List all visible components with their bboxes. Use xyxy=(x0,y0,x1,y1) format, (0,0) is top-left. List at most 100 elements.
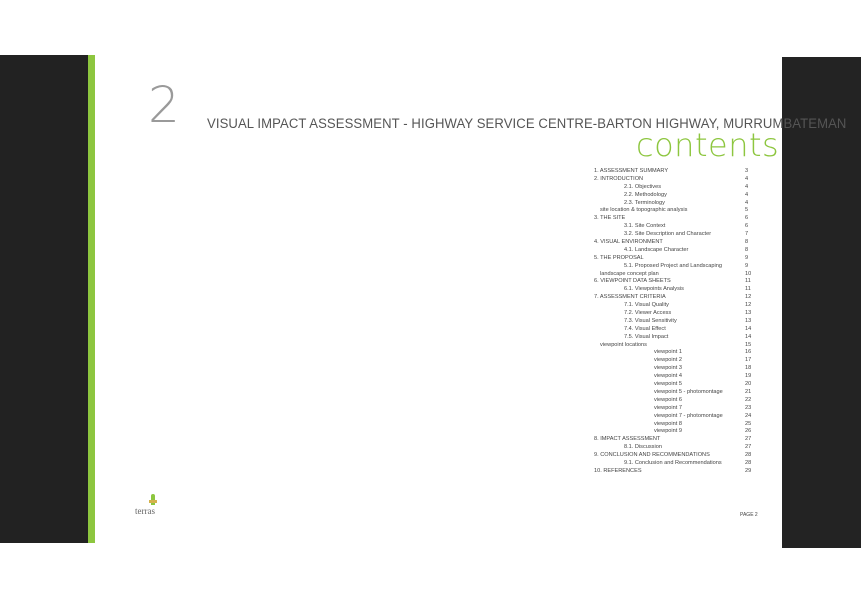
toc-entry-page: 21 xyxy=(745,388,752,395)
green-accent-strip xyxy=(88,55,95,543)
toc-entry-page: 4 xyxy=(745,191,749,198)
toc-entry-label: 7.1. Visual Quality xyxy=(624,302,669,309)
toc-entry-label: 2.3. Terminology xyxy=(624,199,665,206)
toc-entry: 4. VISUAL ENVIRONMENT 8 xyxy=(594,239,754,247)
left-dark-bar xyxy=(0,55,88,543)
toc-entry-page: 5 xyxy=(745,207,749,214)
toc-entry-label: 2.2. Methodology xyxy=(624,191,667,198)
toc-entry-page: 11 xyxy=(745,278,751,285)
toc-entry-label: viewpoint 9 xyxy=(654,428,682,435)
toc-entry-label: 7. ASSESSMENT CRITERIA xyxy=(594,294,666,301)
toc-entry-label: viewpoint 4 xyxy=(654,373,682,380)
toc-entry-label: landscape concept plan xyxy=(600,270,659,277)
toc-entry-label: 5. THE PROPOSAL xyxy=(594,254,644,261)
toc-entry-page: 28 xyxy=(745,459,752,466)
toc-entry-label: 5.1. Proposed Project and Landscaping xyxy=(624,262,722,269)
toc-entry-label: 4. VISUAL ENVIRONMENT xyxy=(594,239,663,246)
page-title: VISUAL IMPACT ASSESSMENT - HIGHWAY SERVI… xyxy=(207,116,847,131)
toc-entry-page: 7 xyxy=(745,231,749,238)
toc-entry-label: 2. INTRODUCTION xyxy=(594,175,644,182)
toc-entry-label: 6.1. Viewpoints Analysis xyxy=(624,286,684,293)
toc-entry: 1. ASSESSMENT SUMMARY 3 xyxy=(594,168,754,176)
toc-entry-label: 8.1. Discussion xyxy=(624,444,662,451)
toc-entry: 5. THE PROPOSAL 9 xyxy=(594,255,754,263)
toc-entry-label: viewpoint 6 xyxy=(654,396,682,403)
toc-entry: 7.1. Visual Quality 12 xyxy=(594,302,754,310)
toc-entry-label: 9.1. Conclusion and Recommendations xyxy=(624,459,722,466)
toc-entry-page: 27 xyxy=(745,436,752,443)
toc-entry-page: 28 xyxy=(745,452,752,459)
toc-entry-page: 8 xyxy=(745,246,749,253)
toc-entry-page: 9 xyxy=(745,254,749,261)
toc-entry-page: 9 xyxy=(745,262,749,269)
toc-entry-page: 11 xyxy=(745,286,751,293)
toc-entry: 9.1. Conclusion and Recommendations 28 xyxy=(594,460,754,468)
toc-entry-page: 29 xyxy=(745,467,752,474)
toc-entry-page: 14 xyxy=(745,333,752,340)
toc-entry-label: 9. CONCLUSION AND RECOMMENDATIONS xyxy=(594,452,710,459)
page-number: 2 xyxy=(148,76,180,134)
toc-entry: 2. INTRODUCTION 4 xyxy=(594,176,754,184)
toc-entry-page: 27 xyxy=(745,444,752,451)
toc-entry-label: viewpoint locations xyxy=(600,341,647,348)
toc-entry: viewpoint locations 15 xyxy=(594,342,754,350)
toc-entry: 3.2. Site Description and Character 7 xyxy=(594,231,754,239)
right-dark-bar xyxy=(782,57,861,548)
toc-entry-label: 6. VIEWPOINT DATA SHEETS xyxy=(594,278,671,285)
toc-entry-page: 20 xyxy=(745,381,752,388)
toc-entry-label: viewpoint 1 xyxy=(654,349,682,356)
toc-entry-page: 8 xyxy=(745,239,749,246)
toc-entry-label: 10. REFERENCES xyxy=(594,467,642,474)
toc-entry-label: 4.1. Landscape Character xyxy=(624,246,689,253)
toc-entry-label: 7.5. Visual Impact xyxy=(624,333,669,340)
toc-entry-page: 6 xyxy=(745,215,749,222)
toc-entry: viewpoint 5 20 xyxy=(594,381,754,389)
toc-entry: 4.1. Landscape Character 8 xyxy=(594,247,754,255)
toc-entry-page: 3 xyxy=(745,168,749,174)
toc-entry-label: viewpoint 5 - photomontage xyxy=(654,388,723,395)
toc-entry-page: 12 xyxy=(745,302,752,309)
toc-entry: 8.1. Discussion 27 xyxy=(594,444,754,452)
logo-mark-icon xyxy=(151,494,155,505)
toc-entry-page: 13 xyxy=(745,310,752,317)
contents-heading: contents xyxy=(636,126,780,164)
toc-entry-page: 15 xyxy=(745,341,752,348)
toc-entry-label: viewpoint 3 xyxy=(654,365,682,372)
terras-logo: terras xyxy=(135,494,175,522)
toc-entry-label: 3.1. Site Context xyxy=(624,223,666,230)
toc-entry-label: 7.4. Visual Effect xyxy=(624,325,666,332)
toc-entry-page: 23 xyxy=(745,404,752,411)
toc-entry-label: viewpoint 5 xyxy=(654,381,682,388)
toc-entry-page: 25 xyxy=(745,420,752,427)
toc-entry: 10. REFERENCES 29 xyxy=(594,468,754,476)
logo-text: terras xyxy=(135,506,155,516)
toc-entry-label: 3.2. Site Description and Character xyxy=(624,231,712,238)
toc-entry: 7.2. Viewer Access 13 xyxy=(594,310,754,318)
toc-entry-page: 16 xyxy=(745,349,752,356)
toc-entry: 6. VIEWPOINT DATA SHEETS 11 xyxy=(594,278,754,286)
logo-mark-base-icon xyxy=(149,500,157,503)
toc-entry-page: 13 xyxy=(745,317,752,324)
toc-entry-page: 24 xyxy=(745,412,752,419)
toc-entry-label: 8. IMPACT ASSESSMENT xyxy=(594,436,661,443)
toc-entry-label: 1. ASSESSMENT SUMMARY xyxy=(594,168,669,174)
toc-entry-label: 2.1. Objectives xyxy=(624,183,661,190)
toc-entry-label: 7.2. Viewer Access xyxy=(624,310,672,317)
toc-entry-page: 4 xyxy=(745,175,749,182)
